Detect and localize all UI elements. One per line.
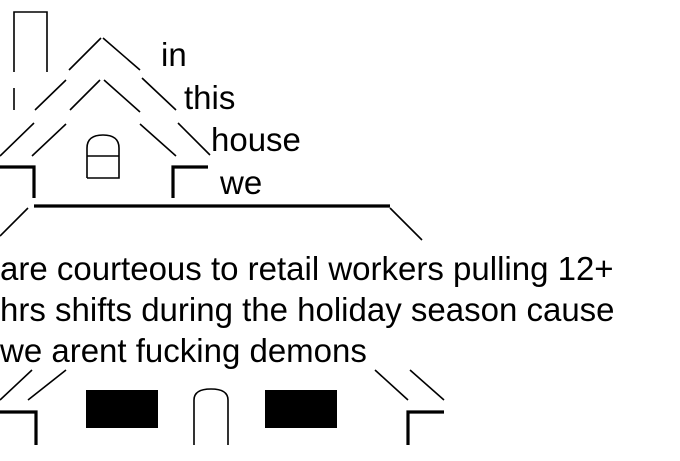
poem-word-in: in	[161, 36, 187, 73]
chimney	[13, 11, 48, 110]
message-line: we arent fucking demons	[0, 332, 367, 369]
attic-window	[86, 134, 120, 179]
poem-word-we: we	[220, 164, 263, 201]
message-line: hrs shifts during the holiday season cau…	[0, 291, 615, 328]
poem-word-house: house	[211, 121, 301, 158]
poem-word-this: this	[184, 79, 236, 116]
message-line: are courteous to retail workers pulling …	[0, 250, 614, 287]
eaves	[0, 165, 208, 198]
lower-roof	[0, 204, 423, 241]
upper-roof	[0, 37, 211, 157]
ground-floor	[0, 369, 445, 445]
message-text: are courteous to retail workers pulling …	[0, 248, 615, 371]
